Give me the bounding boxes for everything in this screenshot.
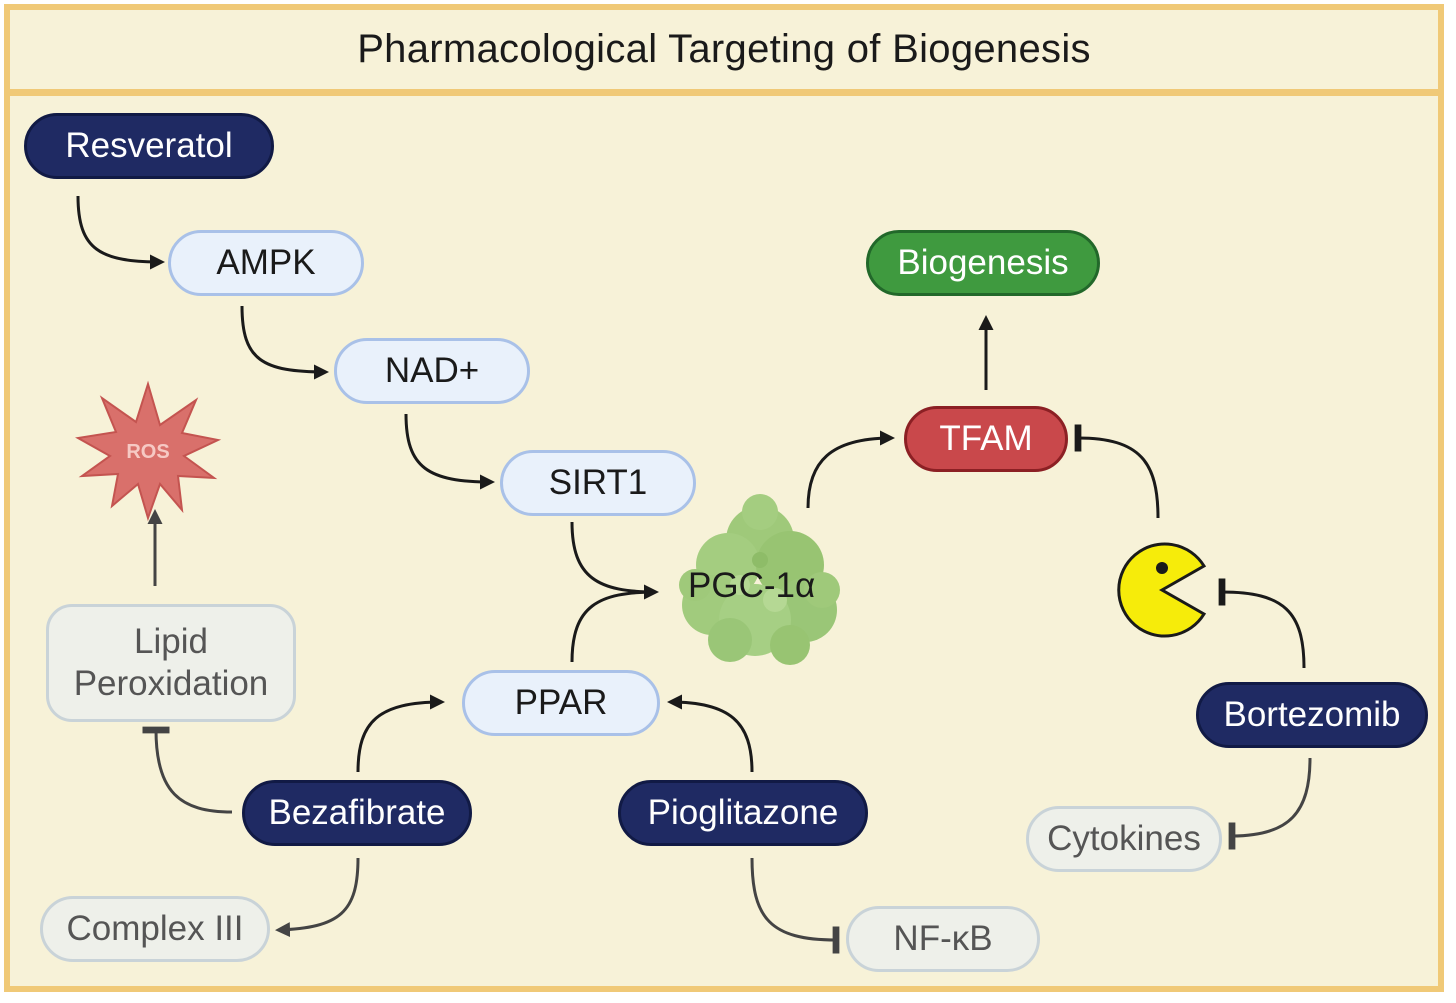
arrow-ppar-pgc bbox=[570, 590, 657, 663]
ppar-label: PPAR bbox=[514, 683, 608, 722]
inhibit-bortezomib-cytokines bbox=[1228, 757, 1312, 850]
resveratol-node: Resveratol bbox=[24, 113, 274, 179]
pacman-proteasome-icon bbox=[1117, 542, 1207, 638]
sirt1-node: SIRT1 bbox=[500, 450, 696, 516]
arrow-pgc-tfam bbox=[806, 430, 895, 509]
ampk-label: AMPK bbox=[216, 243, 316, 282]
complex3-node: Complex III bbox=[40, 896, 270, 962]
ppar-node: PPAR bbox=[462, 670, 660, 736]
lipid-peroxidation-label-line2: Peroxidation bbox=[73, 664, 269, 703]
pioglitazone-node: Pioglitazone bbox=[618, 780, 868, 846]
bortezomib-node: Bortezomib bbox=[1196, 682, 1428, 748]
inhibit-pioglitazone-nfkb bbox=[750, 857, 840, 954]
arrow-pioglitazone-ppar bbox=[667, 694, 754, 773]
nfkb-label: NF-κB bbox=[893, 919, 993, 958]
arrow-resveratol-ampk bbox=[76, 195, 165, 270]
arrow-ampk-nad bbox=[240, 305, 329, 380]
bortezomib-label: Bortezomib bbox=[1223, 695, 1401, 734]
tfam-label: TFAM bbox=[939, 419, 1033, 458]
arrow-bezafibrate-ppar bbox=[356, 694, 445, 773]
arrow-bezafibrate-complex3 bbox=[275, 857, 360, 938]
nad-node: NAD+ bbox=[334, 338, 530, 404]
ros-label: ROS bbox=[126, 441, 169, 463]
protein-blob-icon bbox=[679, 494, 840, 665]
bezafibrate-label: Bezafibrate bbox=[268, 793, 446, 832]
arrow-sirt1-pgc bbox=[570, 521, 659, 600]
cytokines-label: Cytokines bbox=[1047, 819, 1201, 858]
lipid-peroxidation-label-line1: Lipid bbox=[134, 622, 208, 661]
nfkb-node: NF-κB bbox=[846, 906, 1040, 972]
inhibit-bortezomib-proteasome bbox=[1218, 578, 1306, 669]
diagram-title: Pharmacological Targeting of Biogenesis bbox=[357, 27, 1091, 71]
lipid-peroxidation-node: Lipid Peroxidation bbox=[46, 604, 296, 722]
arrow-nad-sirt1 bbox=[404, 413, 495, 490]
sirt1-label: SIRT1 bbox=[548, 463, 648, 502]
biogenesis-label: Biogenesis bbox=[897, 243, 1069, 282]
bezafibrate-node: Bezafibrate bbox=[242, 780, 472, 846]
pgc1a-label: PGC-1α bbox=[688, 566, 816, 605]
tfam-node: TFAM bbox=[904, 406, 1068, 472]
resveratol-label: Resveratol bbox=[65, 126, 233, 165]
pioglitazone-label: Pioglitazone bbox=[647, 793, 839, 832]
title-bar: Pharmacological Targeting of Biogenesis bbox=[4, 4, 1444, 96]
inhibit-bezafibrate-lipid bbox=[142, 726, 233, 814]
ampk-node: AMPK bbox=[168, 230, 364, 296]
biogenesis-node: Biogenesis bbox=[866, 230, 1100, 296]
nad-label: NAD+ bbox=[384, 351, 480, 390]
starburst-icon: ROS bbox=[75, 380, 222, 522]
inhibit-proteasome-tfam bbox=[1074, 424, 1160, 519]
complex3-label: Complex III bbox=[66, 909, 244, 948]
cytokines-node: Cytokines bbox=[1026, 806, 1222, 872]
